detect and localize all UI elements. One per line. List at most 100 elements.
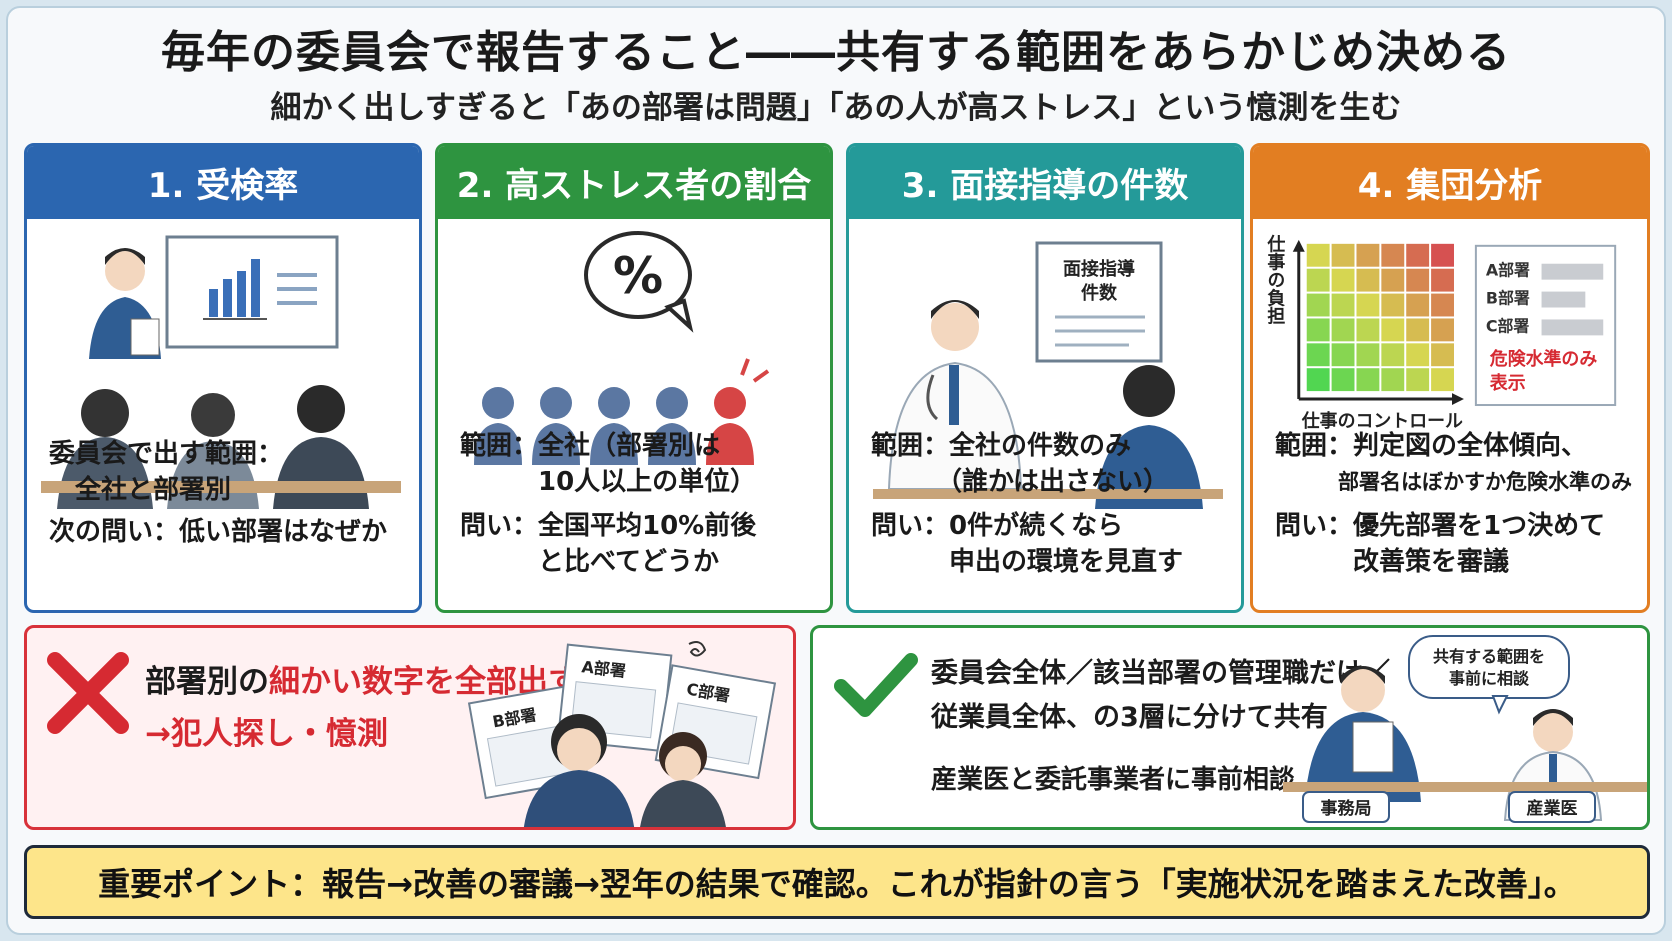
heatmap-cell (1431, 268, 1454, 292)
presenter-icon (89, 248, 161, 359)
heatmap-cell (1306, 243, 1330, 267)
document-icon: 面接指導 件数 (1035, 241, 1163, 363)
patient-icon (1095, 365, 1203, 509)
heatmap-cell (1406, 343, 1430, 367)
doctor-icon (887, 300, 1023, 490)
card-line: 範囲：全社（部署別は (460, 431, 721, 461)
y-axis-label: 仕事の負担 (1264, 234, 1286, 325)
page-title: 毎年の委員会で報告すること――共有する範囲をあらかじめ決める (161, 27, 1511, 78)
heatmap-cell (1356, 318, 1380, 342)
interview-illustration: 面接指導 件数 (873, 241, 1223, 509)
heatmap-cell (1306, 368, 1330, 392)
heatmap-cell (1406, 318, 1430, 342)
heatmap-cell (1406, 268, 1430, 292)
card-line: 次の問い：低い部署はなぜか (49, 517, 388, 547)
bad-line1-prefix: 部署別の (145, 664, 269, 700)
legend-label: A部署 (1486, 261, 1530, 280)
doc-label: 面接指導 (1063, 258, 1135, 280)
heatmap-cell (1306, 268, 1330, 292)
people-icons (474, 358, 770, 465)
card-line: 申出の環境を見直す (871, 547, 1184, 577)
doc-label: 件数 (1081, 282, 1118, 304)
heatmap-cell (1431, 343, 1454, 367)
check-icon (834, 653, 918, 717)
cross-icon (47, 652, 129, 734)
tag-doctor: 産業医 (1508, 791, 1596, 823)
key-point-banner: 重要ポイント：報告→改善の審議→翌年の結果で確認。これが指針の言う「実施状況を踏… (24, 845, 1650, 919)
heatmap-cell (1331, 343, 1355, 367)
office-staff-icon (1305, 666, 1421, 802)
tag-label: 事務局 (1321, 798, 1372, 819)
heatmap-cell (1381, 318, 1405, 342)
good-example-panel: 委員会全体／該当部署の管理職だけ／ 従業員全体、の3層に分けて共有 産業医と委託… (810, 625, 1650, 830)
heatmap-cell (1431, 293, 1454, 317)
card-line: 問い：全国平均10%前後 (460, 511, 757, 541)
heatmap-cell (1306, 343, 1330, 367)
bubble-text: 事前に相談 (1449, 669, 1530, 688)
worried-staff-illustration: B部署 A部署 C部署 (467, 641, 777, 827)
heatmap-cell (1381, 293, 1405, 317)
heatmap-cell (1381, 268, 1405, 292)
legend-note: 表示 (1490, 372, 1526, 394)
sheet-label: A部署 (581, 657, 627, 681)
consultation-illustration: 共有する範囲を 事前に相談 事務局 産業医 (1283, 635, 1647, 823)
bad-line2: →犯人探し・憶測 (145, 716, 388, 752)
blurred-value (1541, 263, 1604, 280)
card-line: （誰かは出さない） (871, 467, 1169, 497)
speech-bubble-icon: 共有する範囲を 事前に相談 (1408, 635, 1570, 715)
card-group-analysis: 4. 集団分析 仕事の負担 仕事のコントロール A部署 B部署 C部署 危険水準… (1250, 143, 1650, 613)
card-line: 委員会で出す範囲： (49, 439, 284, 469)
heatmap-cell (1406, 293, 1430, 317)
card-line: 改善策を審議 (1275, 547, 1510, 577)
judgement-chart-illustration: 仕事の負担 仕事のコントロール A部署 B部署 C部署 危険水準のみ 表示 (1264, 234, 1617, 432)
heatmap-cell (1306, 293, 1330, 317)
card-attendance-rate: 1. 受検率 委員会で出す範囲： (24, 143, 422, 613)
card-heading: 3. 面接指導の件数 (849, 146, 1241, 219)
legend-label: C部署 (1486, 316, 1530, 335)
card-heading: 1. 受検率 (27, 146, 419, 219)
dizzy-icon (688, 641, 707, 657)
card-high-stress-ratio: 2. 高ストレス者の割合 % 範囲：全社（部署別は 10人以上の単位） 問い：全… (435, 143, 833, 613)
card-line: 範囲：判定図の全体傾向、 (1275, 431, 1588, 461)
card-line: 問い：優先部署を1つ決めて (1275, 511, 1606, 541)
heatmap-cell (1356, 243, 1380, 267)
card-line: 問い：0件が続くなら (871, 511, 1124, 541)
page-subtitle: 細かく出しすぎると「あの部署は問題」「あの人が高ストレス」という憶測を生む (270, 90, 1402, 126)
heatmap-cell (1431, 243, 1454, 267)
card-interview-count: 3. 面接指導の件数 面接指導 件数 範囲：全社の件数のみ （誰かは出さない） … (846, 143, 1244, 613)
blurred-value (1541, 291, 1586, 308)
x-axis (1298, 393, 1464, 406)
heatmap-cell (1381, 343, 1405, 367)
tag-office: 事務局 (1302, 791, 1390, 823)
heatmap-cell (1406, 243, 1430, 267)
blurred-value (1541, 319, 1604, 336)
good-line: 委員会全体／該当部署の管理職だけ／ (931, 658, 1390, 689)
heatmap-cell (1356, 293, 1380, 317)
card-line: と比べてどうか (460, 547, 719, 577)
heatmap-cell (1381, 243, 1405, 267)
heatmap-cell (1306, 318, 1330, 342)
bad-example-panel: 部署別の細かい数字を全部出す →犯人探し・憶測 B部署 A部署 C部署 (24, 625, 796, 830)
legend-note: 危険水準のみ (1489, 348, 1598, 370)
legend-box: A部署 B部署 C部署 危険水準のみ 表示 (1474, 244, 1617, 407)
heatmap-grid (1306, 243, 1454, 392)
presentation-illustration (41, 235, 401, 509)
y-axis (1292, 239, 1305, 400)
group-illustration: % (474, 231, 770, 465)
legend-label: B部署 (1486, 289, 1530, 308)
bubble-text: 共有する範囲を (1433, 647, 1545, 666)
heatmap-cell (1331, 318, 1355, 342)
heatmap-cell (1331, 293, 1355, 317)
bad-example-text: 部署別の細かい数字を全部出す →犯人探し・憶測 (145, 656, 579, 760)
heatmap-cell (1381, 368, 1405, 392)
heatmap-cell (1356, 368, 1380, 392)
heatmap-cell (1331, 268, 1355, 292)
heatmap-cell (1406, 368, 1430, 392)
card-line: 全社と部署別 (49, 475, 232, 505)
card-line: 部署名はぼかすか危険水準のみ (1275, 470, 1632, 494)
good-example-text: 委員会全体／該当部署の管理職だけ／ 従業員全体、の3層に分けて共有 産業医と委託… (931, 652, 1390, 802)
card-line: 10人以上の単位） (460, 467, 757, 497)
good-line: 産業医と委託事業者に事前相談 (931, 765, 1296, 795)
heatmap-cell (1356, 268, 1380, 292)
good-line: 従業員全体、の3層に分けて共有 (931, 702, 1328, 733)
